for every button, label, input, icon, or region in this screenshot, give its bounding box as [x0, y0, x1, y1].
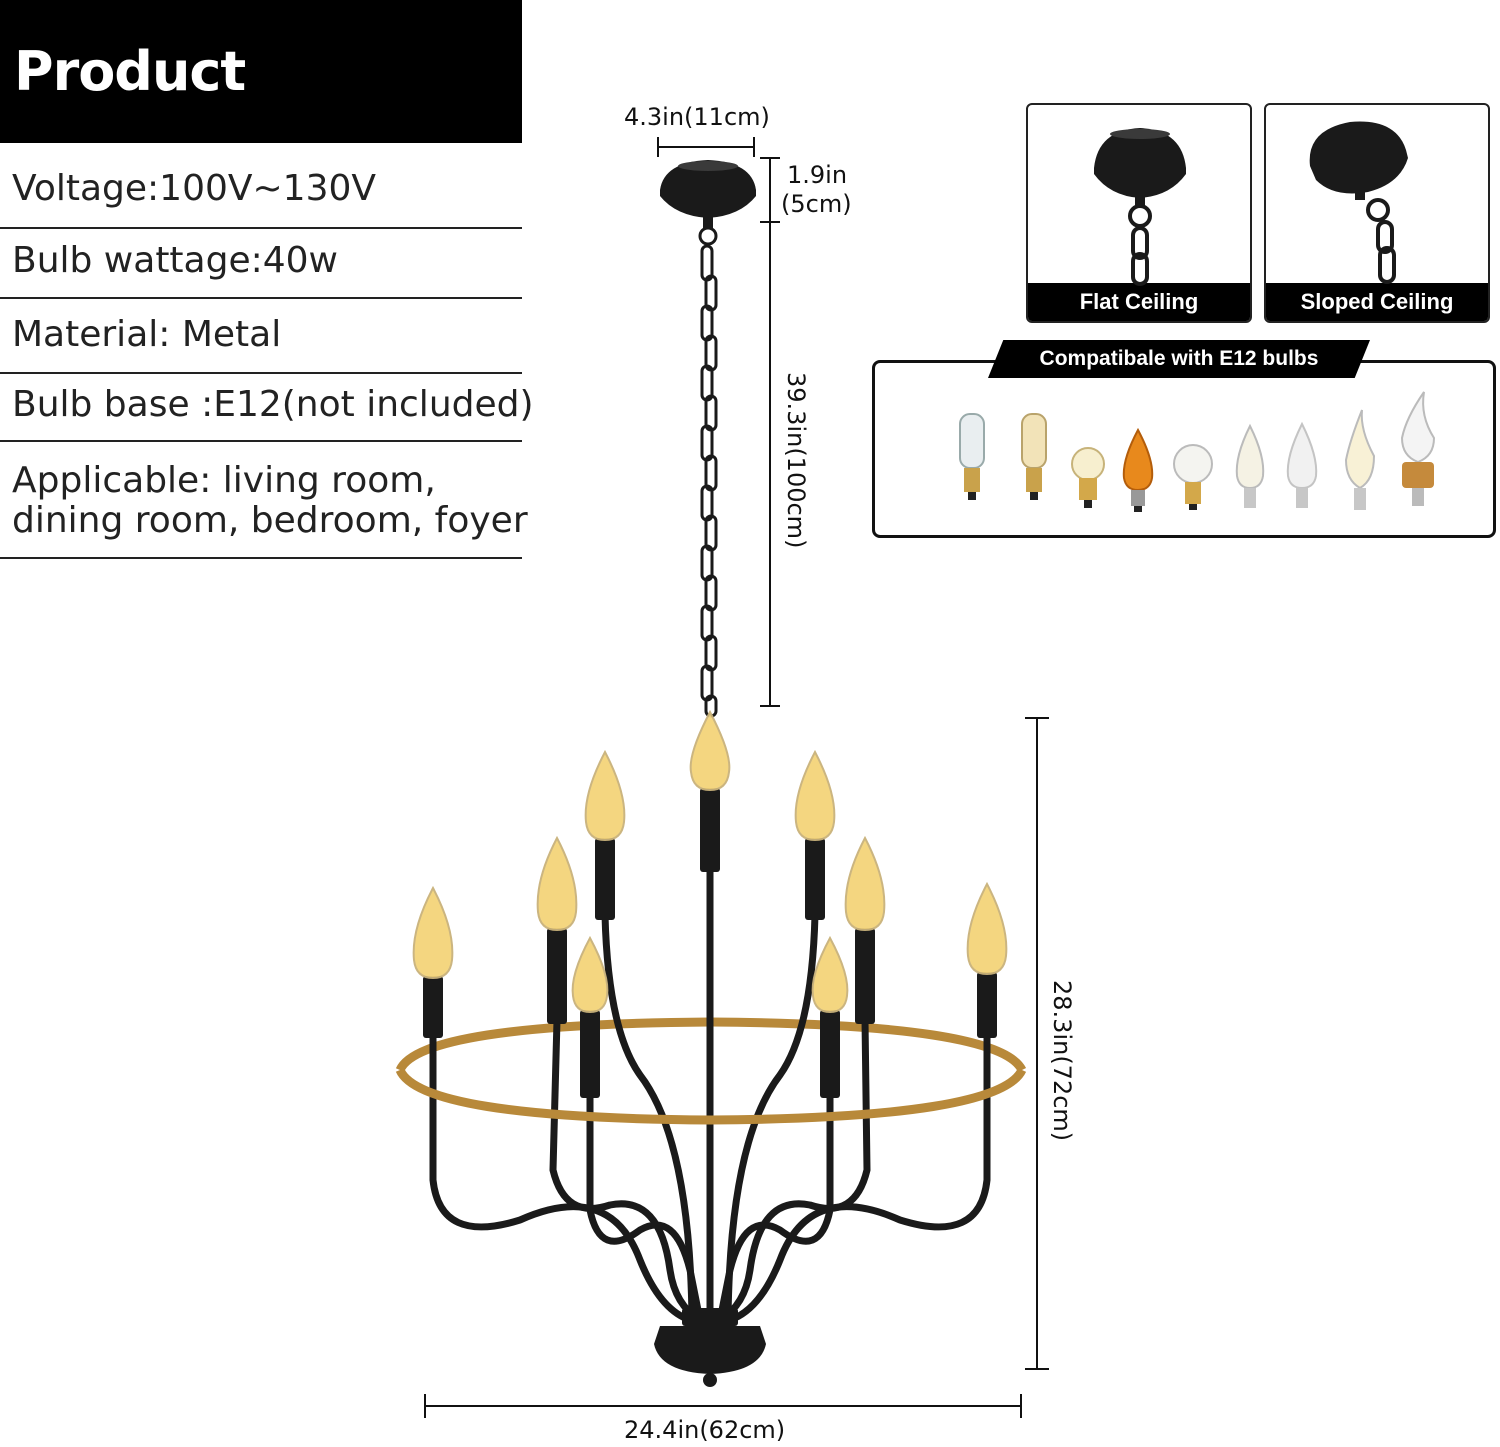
body-width-label: 24.4in(62cm) — [624, 1416, 786, 1444]
divider — [0, 297, 522, 299]
param-voltage: Voltage:100V~130V — [12, 168, 377, 209]
bottom-finial — [654, 1308, 766, 1387]
dimension-body-height — [1025, 717, 1049, 1370]
divider — [0, 440, 522, 442]
candle-bulbs — [412, 709, 1008, 1014]
bulb-candle-clear-icon — [1235, 423, 1265, 508]
divider — [0, 557, 522, 559]
divider — [0, 227, 522, 229]
flat-ceiling-image — [1094, 128, 1186, 286]
bulb-orange-faceted-icon — [1122, 427, 1154, 512]
dimension-chain-length — [760, 222, 780, 707]
candle-sleeves — [423, 788, 997, 1098]
bulb-flame-tip-clear-icon — [1344, 409, 1376, 510]
bulb-tubular-amber-icon — [1021, 413, 1047, 500]
page-title: Product parameter — [0, 0, 522, 246]
canopy — [660, 160, 756, 246]
param-wattage: Bulb wattage:40w — [12, 240, 338, 281]
flat-ceiling-label: Flat Ceiling — [1028, 283, 1250, 321]
sloped-ceiling-image — [1309, 121, 1408, 284]
bulb-globe-gold-icon — [1071, 447, 1105, 508]
bulb-globe-clear-icon — [1173, 444, 1213, 510]
dimension-canopy-height — [760, 157, 780, 223]
canopy-height-label: 1.9in — [787, 161, 848, 189]
bulb-tubular-clear-icon — [959, 413, 985, 500]
param-material: Material: Metal — [12, 314, 282, 355]
sloped-ceiling-label: Sloped Ceiling — [1266, 283, 1488, 321]
gold-ring-front — [395, 1067, 1027, 1125]
compatible-bulbs-title: Compatibale with E12 bulbs — [988, 340, 1370, 378]
canopy-width-label: 4.3in(11cm) — [624, 103, 770, 131]
bulb-flame-tip-gold-icon — [1400, 391, 1436, 506]
param-applicable: Applicable: living room, dining room, be… — [12, 460, 528, 541]
param-bulb-base: Bulb base :E12(not included) — [12, 384, 534, 425]
chandelier-arms — [429, 836, 991, 1324]
canopy-height-cm-label: (5cm) — [781, 190, 852, 218]
bulb-candle-frosted-icon — [1286, 421, 1318, 508]
dimension-body-width — [424, 1394, 1022, 1418]
divider — [0, 372, 522, 374]
dimension-canopy-width — [657, 137, 755, 157]
compatible-bulbs-row — [959, 391, 1436, 512]
chain — [700, 244, 718, 718]
